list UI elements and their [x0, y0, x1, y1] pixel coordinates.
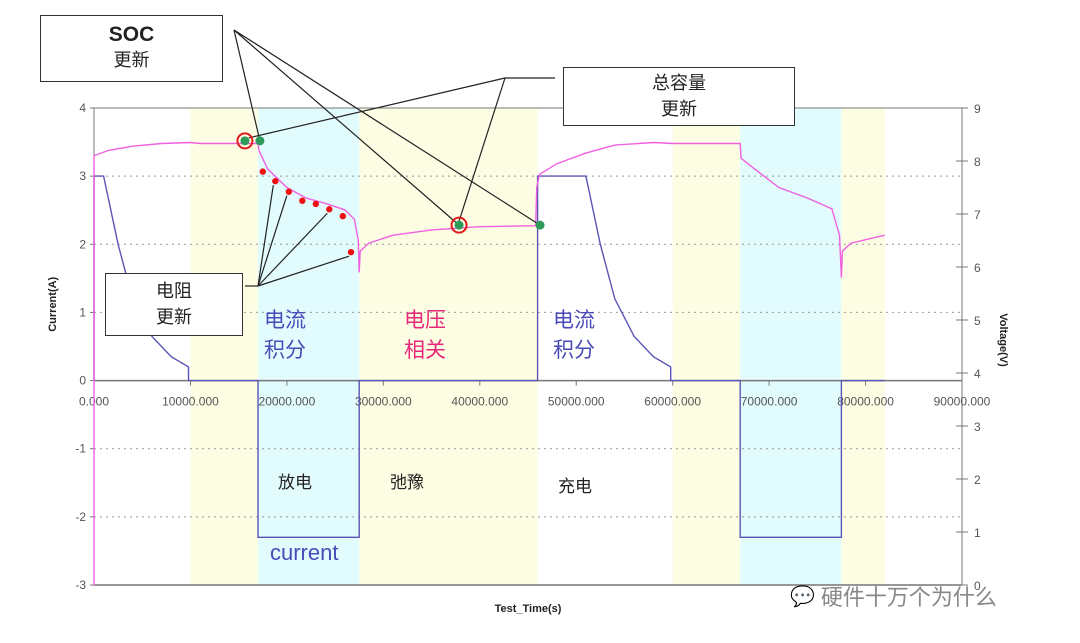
- soc-box-subtitle: 更新: [113, 50, 150, 71]
- x-tick-label: 30000.000: [355, 395, 412, 409]
- watermark-text: 硬件十万个为什么: [820, 586, 997, 611]
- region-label-line: 积分: [264, 338, 306, 362]
- callout-line: [257, 195, 288, 287]
- phase-label-discharge: 放电: [278, 473, 312, 493]
- x-tick-label: 70000.000: [741, 395, 798, 409]
- region-label-line: 电压: [404, 308, 446, 332]
- y-tick-label-left: 4: [79, 101, 86, 115]
- red-circle-marker: [236, 132, 254, 150]
- green-point-marker: [240, 136, 250, 146]
- y-tick-label-right: 6: [974, 261, 981, 275]
- y-tick-label-left: 0: [79, 374, 86, 388]
- callout-line: [458, 77, 506, 222]
- red-point-marker: [347, 248, 355, 256]
- region-label-voltage-related: 电压 相关: [404, 305, 446, 365]
- red-point-marker: [285, 188, 293, 195]
- callout-line: [233, 29, 261, 141]
- y-tick-label-left: 3: [79, 169, 86, 183]
- green-point-marker: [535, 220, 545, 230]
- y-tick-label-right: 9: [974, 102, 981, 116]
- callout-line: [257, 255, 350, 287]
- phase-label-relaxation: 弛豫: [390, 473, 424, 493]
- y-tick-label-right: 8: [974, 155, 981, 169]
- red-circle-marker: [450, 216, 468, 234]
- callout-line: [257, 212, 328, 287]
- red-point-marker: [326, 206, 333, 213]
- resistance-box-subtitle: 更新: [156, 307, 192, 328]
- x-tick-label: 90000.000: [934, 395, 991, 409]
- y-tick-label-right: 1: [974, 526, 981, 540]
- region-label-line: 电流: [264, 308, 306, 332]
- green-point-marker: [454, 220, 464, 230]
- x-tick-label: 50000.000: [548, 395, 605, 409]
- callout-line: [248, 77, 506, 139]
- y-axis-title-left: Current(A): [47, 276, 59, 331]
- region-label-line: 相关: [404, 338, 446, 362]
- y-tick-label-right: 7: [974, 208, 981, 222]
- soc-box-title: SOC: [108, 23, 155, 46]
- watermark: 💬 硬件十万个为什么: [790, 580, 997, 612]
- y-tick-label-right: 3: [974, 420, 981, 434]
- callout-line: [233, 29, 460, 226]
- red-point-marker: [312, 200, 320, 208]
- y-tick-label-left: -2: [75, 510, 86, 524]
- red-point-marker: [299, 197, 306, 204]
- phase-band: [740, 108, 842, 585]
- phase-band: [359, 108, 538, 585]
- y-tick-label-left: 1: [79, 305, 86, 319]
- y-tick-label-left: 2: [79, 237, 86, 251]
- y-tick-label-left: -1: [75, 442, 86, 456]
- x-tick-label: 10000.000: [162, 395, 219, 409]
- red-point-marker: [259, 168, 266, 175]
- y-axis-title-right: Voltage(V): [997, 313, 1009, 367]
- callout-line: [233, 29, 541, 226]
- resistance-update-box: 电阻 更新: [105, 273, 243, 336]
- x-tick-label: 60000.000: [644, 395, 701, 409]
- y-tick-label-right: 0: [974, 579, 981, 593]
- region-label-line: 电流: [553, 308, 595, 332]
- y-tick-label-right: 4: [974, 367, 981, 381]
- region-label-current-integration-1: 电流 积分: [264, 305, 306, 365]
- green-point-marker: [255, 136, 265, 146]
- y-tick-label-right: 2: [974, 473, 981, 487]
- phase-band: [841, 108, 885, 585]
- x-tick-label: 20000.000: [259, 395, 316, 409]
- x-tick-label: 80000.000: [837, 395, 894, 409]
- region-label-line: 积分: [553, 338, 595, 362]
- red-point-marker: [272, 177, 279, 185]
- current-series-label: current: [270, 540, 339, 565]
- x-tick-label: 40000.000: [451, 395, 508, 409]
- red-point-marker: [339, 212, 347, 220]
- phase-band: [257, 108, 360, 585]
- y-tick-label-right: 5: [974, 314, 981, 328]
- capacity-box-title: 总容量: [652, 73, 706, 94]
- capacity-box-subtitle: 更新: [661, 99, 697, 120]
- phase-label-charge: 充电: [558, 477, 592, 497]
- callout-line: [257, 185, 274, 287]
- capacity-update-box: 总容量 更新: [563, 67, 795, 126]
- y-tick-label-left: -3: [75, 578, 86, 592]
- region-label-current-integration-2: 电流 积分: [553, 305, 595, 365]
- wechat-icon: 💬: [790, 584, 815, 608]
- soc-update-box: SOC 更新: [40, 15, 223, 82]
- resistance-box-title: 电阻: [156, 281, 192, 302]
- phase-band: [672, 108, 741, 585]
- x-axis-title: Test_Time(s): [495, 603, 562, 615]
- phase-band: [190, 108, 258, 585]
